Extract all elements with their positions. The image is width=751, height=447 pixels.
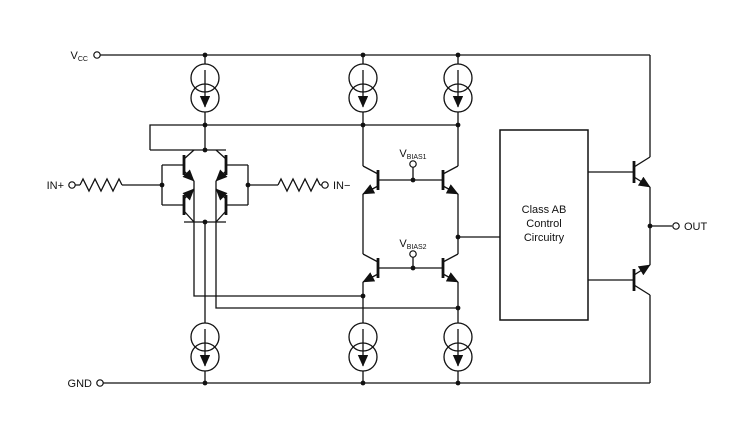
vbias2-terminal <box>409 250 417 258</box>
out-label: OUT <box>684 221 708 233</box>
transistor-output-lower <box>632 264 651 296</box>
transistor-output-upper <box>632 156 651 188</box>
vbias2-label: VBIAS2 <box>399 238 426 251</box>
transistor-q5 <box>362 165 380 195</box>
in-plus-terminal <box>68 181 76 189</box>
in-minus-terminal <box>321 181 329 189</box>
class-ab-box <box>499 129 589 321</box>
class-ab-label-2: Control <box>526 218 561 230</box>
transistor-q1 <box>162 149 195 182</box>
class-ab-label-3: Circuitry <box>524 232 565 244</box>
out-terminal <box>672 222 680 230</box>
transistor-q3 <box>215 149 248 182</box>
terminals <box>68 51 680 387</box>
folded-node-wires <box>193 181 458 309</box>
vcc-label: VCC <box>71 50 88 63</box>
in-plus-resistor <box>79 177 123 193</box>
vbias1-terminal <box>409 160 417 168</box>
current-source-stems <box>204 55 459 383</box>
transistor-q8 <box>441 253 459 283</box>
vbias1-label: VBIAS1 <box>399 148 426 161</box>
transistor-q4 <box>215 188 248 223</box>
current-source-top-mid-icon <box>349 64 377 112</box>
transistor-q7 <box>362 253 380 283</box>
gnd-terminal <box>96 379 104 387</box>
transistor-q2 <box>162 188 195 223</box>
in-minus-label: IN− <box>333 180 350 192</box>
class-ab-label-1: Class AB <box>522 204 567 216</box>
in-minus-resistor <box>277 177 321 193</box>
classab-connections <box>458 171 634 281</box>
current-source-top-right-icon <box>444 64 472 112</box>
top-collector-bus <box>149 124 458 150</box>
current-source-bot-right-icon <box>444 323 472 371</box>
current-source-bot-mid-icon <box>349 323 377 371</box>
junction-dots <box>159 52 653 386</box>
current-source-bot-left-icon <box>191 323 219 371</box>
in-plus-label: IN+ <box>47 180 64 192</box>
transistor-q6 <box>441 165 459 195</box>
mid-stage-verticals <box>362 194 459 254</box>
vbias-wires <box>378 167 443 269</box>
input-leads <box>75 165 322 205</box>
vcc-terminal <box>93 51 101 59</box>
current-source-top-left-icon <box>191 64 219 112</box>
gnd-label: GND <box>68 378 93 390</box>
